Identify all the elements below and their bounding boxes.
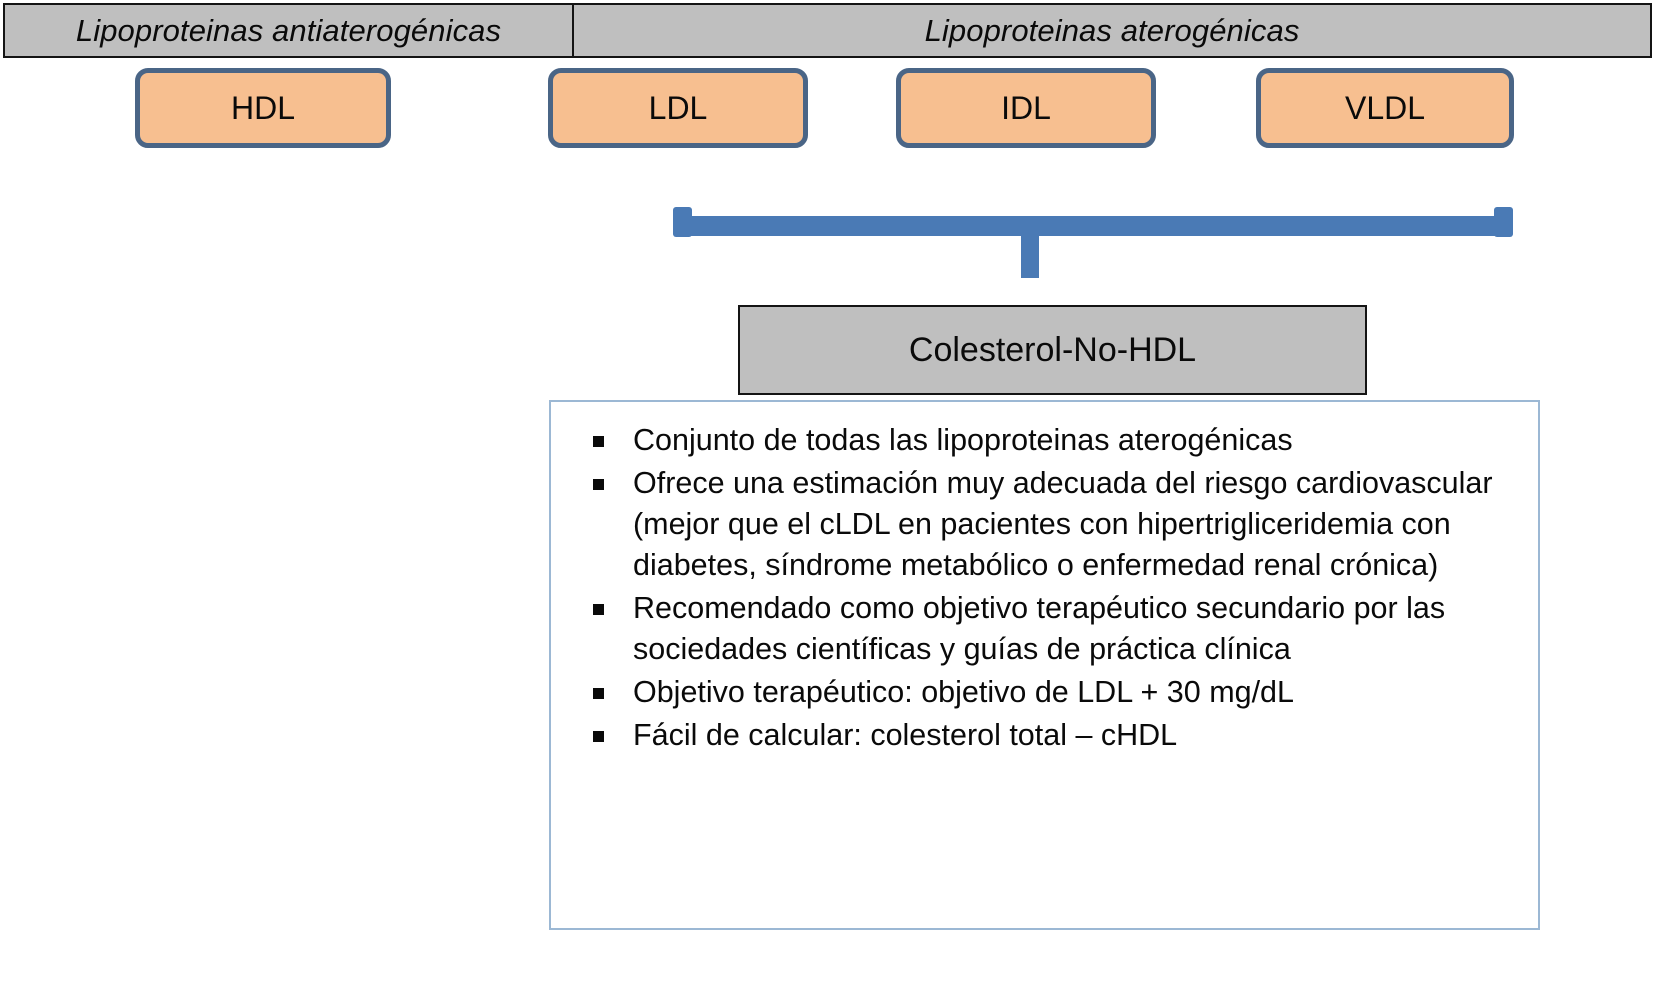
list-item: Ofrece una estimación muy adecuada del r…	[565, 463, 1524, 586]
lipoprotein-box-hdl[interactable]: HDL	[135, 68, 391, 148]
list-item: Conjunto de todas las lipoproteinas ater…	[565, 420, 1524, 461]
list-item: Recomendado como objetivo terapéutico se…	[565, 588, 1524, 670]
list-item: Fácil de calcular: colesterol total – cH…	[565, 715, 1524, 756]
list-item-text: Objetivo terapéutico: objetivo de LDL + …	[633, 675, 1294, 709]
square-bullet-icon	[593, 479, 604, 490]
result-box-colesterol-no-hdl: Colesterol-No-HDL	[738, 305, 1367, 395]
lipoprotein-box-ldl[interactable]: LDL	[548, 68, 808, 148]
lipoprotein-box-vldl[interactable]: VLDL	[1256, 68, 1514, 148]
list-item-text: Fácil de calcular: colesterol total – cH…	[633, 718, 1178, 752]
square-bullet-icon	[593, 688, 604, 699]
list-item: Objetivo terapéutico: objetivo de LDL + …	[565, 672, 1524, 713]
details-list: Conjunto de todas las lipoproteinas ater…	[565, 420, 1524, 756]
list-item-text: Conjunto de todas las lipoproteinas ater…	[633, 423, 1293, 457]
square-bullet-icon	[593, 604, 604, 615]
header-cell-atherogenic: Lipoproteinas aterogénicas	[574, 3, 1652, 58]
lipoprotein-class-header: Lipoproteinas antiaterogénicas Lipoprote…	[3, 3, 1652, 58]
list-item-text: Ofrece una estimación muy adecuada del r…	[633, 466, 1493, 582]
list-item-text: Recomendado como objetivo terapéutico se…	[633, 591, 1446, 666]
square-bullet-icon	[593, 436, 604, 447]
details-panel: Conjunto de todas las lipoproteinas ater…	[549, 400, 1540, 930]
header-cell-antiatherogenic: Lipoproteinas antiaterogénicas	[3, 3, 574, 58]
lipoprotein-box-idl[interactable]: IDL	[896, 68, 1156, 148]
square-bullet-icon	[593, 731, 604, 742]
